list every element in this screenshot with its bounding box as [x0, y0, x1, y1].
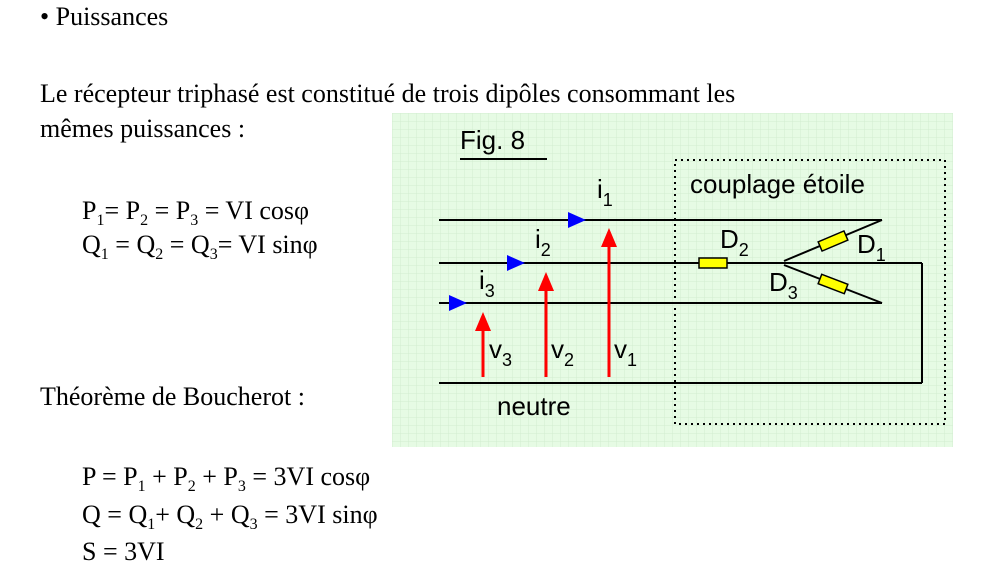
- equation-active-power: P1= P2 = P3 = VI cosφ: [82, 196, 310, 229]
- equation-reactive-power: Q1 = Q2 = Q3= VI sinφ: [82, 230, 318, 263]
- section-heading: • Puissances: [40, 2, 168, 32]
- voltage-arrow-v2-head: [538, 272, 554, 291]
- equation-total-reactive: Q = Q1+ Q2 + Q3 = 3VI sinφ: [82, 500, 378, 533]
- resistor-d2: [698, 257, 728, 269]
- voltage-arrow-v3-head: [475, 312, 491, 331]
- equation-apparent-power: S = 3VI: [82, 537, 165, 566]
- intro-line-2: mêmes puissances :: [40, 114, 246, 143]
- current-label-i2: i2: [535, 224, 551, 260]
- figure-star-coupling: Fig. 8 couplage étoile neutre i1 i2 i3 v…: [392, 113, 953, 447]
- dipole-label-d1: D1: [857, 229, 886, 265]
- section-title: Puissances: [55, 2, 169, 31]
- equation-total-active: P = P1 + P2 + P3 = 3VI cosφ: [82, 462, 371, 495]
- voltage-label-v1: v1: [614, 334, 638, 370]
- figure-title: Fig. 8: [460, 125, 526, 155]
- dipole-label-d2: D2: [720, 224, 749, 260]
- voltage-label-v2: v2: [551, 334, 575, 370]
- current-label-i1: i1: [597, 174, 613, 210]
- bullet: •: [40, 2, 50, 31]
- voltage-label-v3: v3: [489, 334, 513, 370]
- resistor-d1: [817, 229, 849, 253]
- coupling-label: couplage étoile: [690, 169, 865, 199]
- neutral-label: neutre: [497, 391, 571, 421]
- current-arrow-i2: [507, 255, 525, 271]
- intro-line-1: Le récepteur triphasé est constitué de t…: [40, 79, 736, 108]
- dipole-label-d3: D3: [769, 267, 798, 303]
- current-arrow-i1: [568, 212, 586, 228]
- current-label-i3: i3: [479, 265, 495, 301]
- theorem-label: Théorème de Boucherot :: [40, 382, 305, 411]
- figure-grid: [392, 113, 953, 447]
- current-arrow-i3: [449, 295, 467, 311]
- resistor-d3: [817, 273, 849, 295]
- voltage-arrow-v1-head: [601, 228, 617, 247]
- circuit-diagram: [392, 113, 953, 447]
- coupling-box: [674, 159, 946, 425]
